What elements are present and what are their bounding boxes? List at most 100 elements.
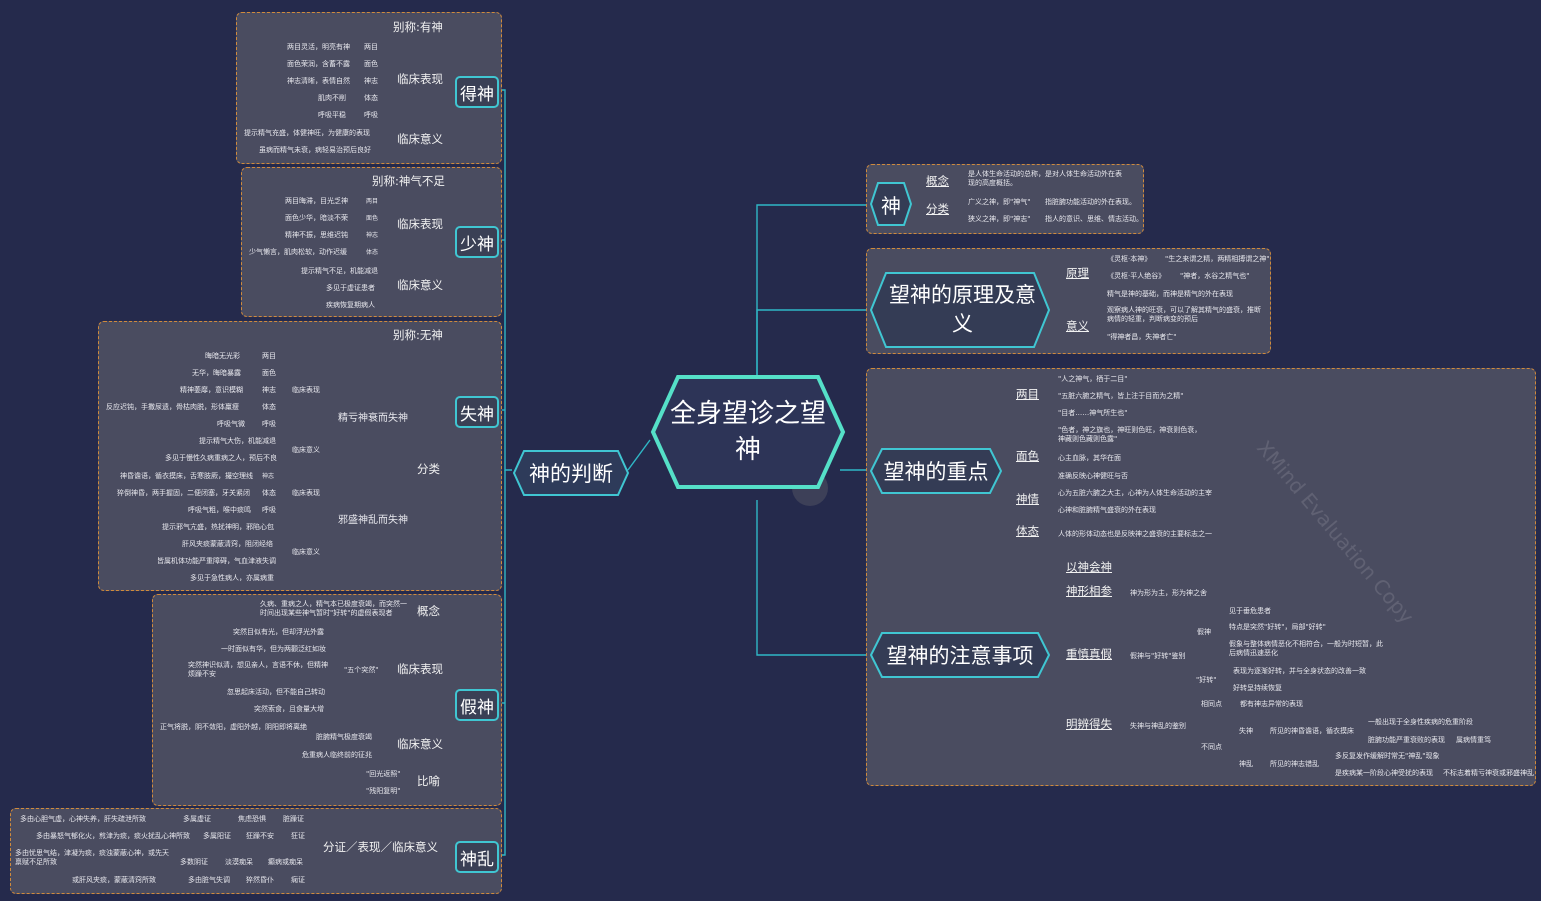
attention-sl2: 是疾病某一阶段心神受扰的表现 [1335, 769, 1433, 777]
principle-yiyi: 意义 [1066, 319, 1089, 333]
shao-item: 面色少华，暗淡不荣 [285, 214, 348, 222]
shi-jk-tag: 两目 [262, 352, 276, 360]
shi-jk-item: 呼吸气微 [217, 420, 245, 428]
shi-jk-tag: 呼吸 [262, 420, 276, 428]
attention-a4-desc: 失神与神乱的鉴别 [1130, 722, 1186, 730]
shao-item: 少气懒言，肌肉松软，动作迟缓 [249, 248, 347, 256]
jia-item: 忽思起床活动，但不能自己转动 [227, 688, 325, 696]
node-shi-shen[interactable]: 失神 [455, 396, 499, 428]
node-de-shen[interactable]: 得神 [455, 76, 499, 108]
attention-shishen: 失神 [1239, 727, 1253, 735]
shao-sig: 多见于虚证患者 [326, 284, 375, 292]
luan-cause: 多由忧思气结，津凝为痰，痰浊蒙蔽心神，或先天禀赋不足所致 [15, 849, 169, 866]
focus-body-item: 人体的形体动态也是反映神之盛衰的主要标志之一 [1058, 530, 1212, 538]
attention-sl-desc: 所见的神志错乱 [1270, 760, 1319, 768]
attention-hz2: 好转呈持续恢复 [1233, 684, 1282, 692]
shi-xs-tag: 体态 [262, 489, 276, 497]
shen-concept-text: 是人体生命活动的总称，是对人体生命活动外在表现的高度概括。 [968, 170, 1122, 187]
attention-ss1: 一般出现于全身性疾病的危重阶段 [1368, 718, 1473, 726]
attention-ss2: 脏腑功能严重衰败的表现 [1368, 736, 1445, 744]
shi-classify: 分类 [417, 462, 440, 476]
node-principle[interactable]: 望神的原理及意义 [889, 282, 1036, 336]
shen-panel [866, 164, 1144, 234]
shi-xs-tag: 呼吸 [262, 506, 276, 514]
attention-same: 相同点 [1201, 700, 1222, 708]
shi-jk-tag: 体态 [262, 403, 276, 411]
node-jia-shen[interactable]: 假神 [455, 689, 499, 721]
de-sig: 提示精气充盛，体健神旺，为健康的表现 [244, 129, 370, 137]
luan-cause: 多由暴怒气郁化火，煎津为痰，痰火扰乱心神所致 [36, 832, 190, 840]
shen-classify: 分类 [926, 202, 949, 216]
shi-jk-sig: 提示精气大伤，机能减退 [199, 437, 276, 445]
luan-disease: 癫病或痴呆 [268, 858, 303, 866]
attention-a1: 以神会神 [1066, 560, 1112, 574]
luan-cause: 多由心胆气虚，心神失养，肝失疏泄所致 [20, 815, 146, 823]
attention-js2: 特点是突然"好转"，局部"好转" [1229, 623, 1326, 631]
shi-xs-clinical: 临床表现 [292, 489, 320, 497]
principle-q1-src: 《灵枢·本神》 [1107, 255, 1152, 263]
shi-xs-item: 神昏谵语，循衣摸床，舌寒肢厥，撮空理线 [120, 472, 253, 480]
shi-jingkui: 精亏神衰而失神 [338, 413, 408, 424]
de-alias: 别称:有神 [393, 20, 443, 34]
center-title[interactable]: 全身望诊之望神 [669, 398, 826, 465]
shao-item: 精神不振，思维迟钝 [285, 231, 348, 239]
de-clinical: 临床表现 [397, 72, 443, 86]
jia-item: 突然目似有光，但却浮光外露 [233, 628, 324, 636]
jia-significance: 临床意义 [397, 737, 443, 751]
luan-cause: 或肝风夹痰，蒙蔽清窍所致 [72, 876, 156, 884]
focus-eyes-item: "目者……神气所生也" [1058, 409, 1128, 417]
node-shen[interactable]: 神 [881, 193, 901, 218]
de-item-tag: 呼吸 [364, 111, 378, 119]
jia-clinical: 临床表现 [397, 662, 443, 676]
attention-a3-desc: 假神与"好转"鉴别 [1130, 652, 1186, 660]
shi-jk-item: 晦暗无光彩 [205, 352, 240, 360]
principle-q2: "神者，水谷之精气也" [1180, 272, 1250, 280]
node-focus-shape [870, 448, 1002, 494]
node-principle-shape [870, 272, 1050, 348]
shao-item: 两目晦滞，目光乏神 [285, 197, 348, 205]
shi-jk-tag: 面色 [262, 369, 276, 377]
jia-metaphor-item: "回光返照" [366, 770, 401, 778]
de-significance: 临床意义 [397, 132, 443, 146]
attention-a4: 明辨得失 [1066, 717, 1112, 731]
focus-face-item: 心主血脉，其华在面 [1058, 454, 1121, 462]
attention-diff: 不同点 [1201, 743, 1222, 751]
shi-jk-tag: 神志 [262, 386, 276, 394]
principle-q3: 精气是神的基础，而神是精气的外在表现 [1107, 290, 1233, 298]
luan-type: 多数阴证 [180, 858, 208, 866]
principle-q2-src: 《灵枢·平人绝谷》 [1107, 272, 1166, 280]
shao-clinical: 临床表现 [397, 217, 443, 231]
de-sig: 虽病而精气未衰，病轻易治预后良好 [259, 146, 371, 154]
focus-eyes: 两目 [1016, 387, 1039, 401]
shen-broad: 广义之神，即"神气" [968, 198, 1031, 206]
attention-js1: 见于垂危患者 [1229, 607, 1271, 615]
shao-item-tag: 神志 [366, 232, 379, 239]
luan-disease: 痫证 [291, 876, 305, 884]
shi-xiesheng: 邪盛神乱而失神 [338, 515, 408, 526]
focus-body: 体态 [1016, 524, 1039, 538]
jia-sig: 正气将脱，阴不敛阳，虚阳外越，阴阳即将离绝 [160, 723, 307, 731]
focus-mind: 神情 [1016, 492, 1039, 506]
de-item: 神志清晰，表情自然 [287, 77, 350, 85]
shen-broad-desc: 指脏腑功能活动的外在表现。 [1045, 198, 1136, 206]
shi-xs-significance: 临床意义 [292, 548, 320, 556]
attention-hz1: 表现为逐渐好转，并与全身状态的改善一致 [1233, 667, 1366, 675]
shi-xs-sig: 多见于急性病人，亦属病重 [190, 574, 274, 582]
center-node-shape [650, 375, 846, 489]
shen-narrow-desc: 指人的意识、思维、情志活动。 [1045, 215, 1143, 223]
node-focus[interactable]: 望神的重点 [883, 460, 989, 484]
jia-metaphor: 比喻 [417, 774, 440, 788]
jia-shen-panel [152, 594, 502, 806]
principle-y2: "得神者昌，失神者亡" [1107, 333, 1177, 341]
focus-face-item: "色者，神之旗也，神旺则色旺，神衰则色衰，神藏则色藏则色露" [1058, 426, 1202, 443]
attention-same-desc: 都有神志异常的表现 [1240, 700, 1303, 708]
de-item: 肌肉不削 [318, 94, 346, 102]
node-attention[interactable]: 望神的注意事项 [886, 644, 1034, 668]
de-item-tag: 体态 [364, 94, 378, 102]
node-shen-judgement[interactable]: 神的判断 [529, 462, 613, 486]
node-shao-shen[interactable]: 少神 [455, 226, 499, 258]
luan-type: 多属阳证 [203, 832, 231, 840]
node-shen-luan[interactable]: 神乱 [455, 841, 499, 873]
jia-sig: 危重病人临终前的征兆 [302, 751, 372, 759]
luan-type: 多由脏气失调 [188, 876, 230, 884]
